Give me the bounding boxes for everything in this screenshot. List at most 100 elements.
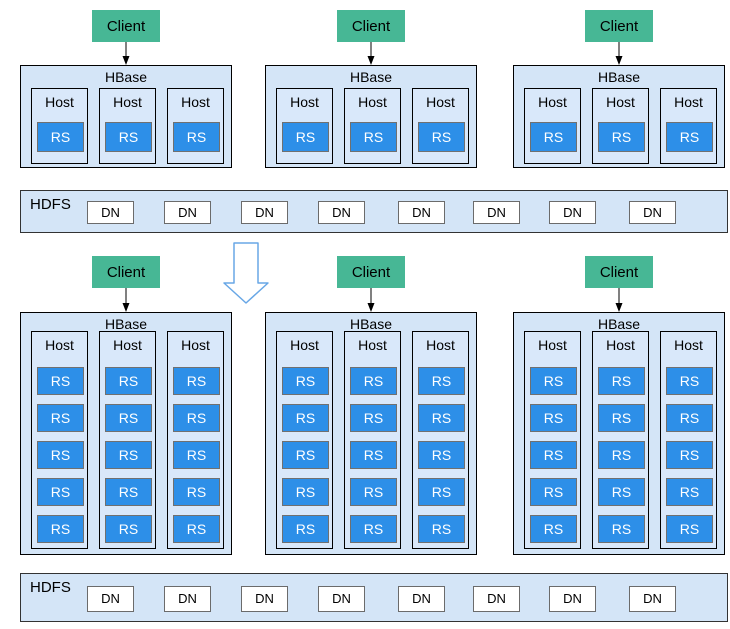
host-label: Host — [181, 94, 210, 110]
datanode-box: DN — [241, 201, 288, 224]
region-server-box: RS — [37, 122, 84, 152]
region-server-box: RS — [105, 404, 152, 432]
region-server-box: RS — [350, 367, 397, 395]
datanode-box: DN — [473, 585, 520, 612]
datanode-box: DN — [629, 201, 676, 224]
region-server-box: RS — [173, 515, 220, 543]
region-server-box: RS — [530, 441, 577, 469]
datanode-box: DN — [549, 585, 596, 612]
region-server-box: RS — [37, 404, 84, 432]
region-server-box: RS — [530, 122, 577, 152]
host-label: Host — [606, 337, 635, 353]
arrow-down-icon — [122, 288, 130, 312]
host-label: Host — [606, 94, 635, 110]
client-box: Client — [92, 256, 160, 288]
region-server-box: RS — [598, 515, 645, 543]
arrow-down-icon — [367, 288, 375, 312]
datanode-box: DN — [549, 201, 596, 224]
hbase-label: HBase — [597, 316, 641, 332]
region-server-box: RS — [666, 404, 713, 432]
host-label: Host — [538, 94, 567, 110]
scale-out-arrow-icon — [223, 242, 269, 304]
region-server-box: RS — [173, 404, 220, 432]
region-server-box: RS — [598, 122, 645, 152]
host-label: Host — [358, 337, 387, 353]
datanode-box: DN — [473, 201, 520, 224]
host-label: Host — [290, 337, 319, 353]
host-label: Host — [45, 94, 74, 110]
hdfs-label: HDFS — [30, 196, 71, 213]
hbase-label: HBase — [349, 316, 393, 332]
region-server-box: RS — [598, 367, 645, 395]
region-server-box: RS — [37, 515, 84, 543]
region-server-box: RS — [418, 515, 465, 543]
hbase-label: HBase — [104, 316, 148, 332]
arrow-down-icon — [122, 42, 130, 65]
region-server-box: RS — [666, 515, 713, 543]
client-connection-arrow — [121, 288, 131, 312]
datanode-box: DN — [398, 585, 445, 612]
host-label: Host — [290, 94, 319, 110]
host-label: Host — [426, 94, 455, 110]
region-server-box: RS — [530, 367, 577, 395]
region-server-box: RS — [105, 441, 152, 469]
region-server-box: RS — [598, 478, 645, 506]
host-label: Host — [45, 337, 74, 353]
region-server-box: RS — [173, 478, 220, 506]
region-server-box: RS — [282, 478, 329, 506]
region-server-box: RS — [37, 478, 84, 506]
region-server-box: RS — [37, 367, 84, 395]
client-box: Client — [585, 10, 653, 42]
region-server-box: RS — [530, 404, 577, 432]
host-label: Host — [674, 337, 703, 353]
hbase-label: HBase — [597, 69, 641, 85]
datanode-box: DN — [629, 585, 676, 612]
datanode-box: DN — [398, 201, 445, 224]
region-server-box: RS — [105, 367, 152, 395]
client-box: Client — [92, 10, 160, 42]
region-server-box: RS — [666, 122, 713, 152]
datanode-box: DN — [87, 585, 134, 612]
client-connection-arrow — [366, 288, 376, 312]
region-server-box: RS — [173, 441, 220, 469]
region-server-box: RS — [666, 367, 713, 395]
datanode-box: DN — [318, 585, 365, 612]
client-connection-arrow — [366, 42, 376, 65]
arrow-down-icon — [367, 42, 375, 65]
hdfs-label: HDFS — [30, 579, 71, 596]
region-server-box: RS — [350, 441, 397, 469]
region-server-box: RS — [418, 404, 465, 432]
region-server-box: RS — [666, 441, 713, 469]
region-server-box: RS — [37, 441, 84, 469]
client-connection-arrow — [614, 288, 624, 312]
region-server-box: RS — [598, 404, 645, 432]
region-server-box: RS — [282, 404, 329, 432]
datanode-box: DN — [164, 201, 211, 224]
datanode-box: DN — [241, 585, 288, 612]
client-box: Client — [337, 10, 405, 42]
region-server-box: RS — [105, 478, 152, 506]
region-server-box: RS — [105, 122, 152, 152]
region-server-box: RS — [530, 478, 577, 506]
client-box: Client — [585, 256, 653, 288]
region-server-box: RS — [350, 515, 397, 543]
datanode-box: DN — [318, 201, 365, 224]
region-server-box: RS — [105, 515, 152, 543]
host-label: Host — [538, 337, 567, 353]
